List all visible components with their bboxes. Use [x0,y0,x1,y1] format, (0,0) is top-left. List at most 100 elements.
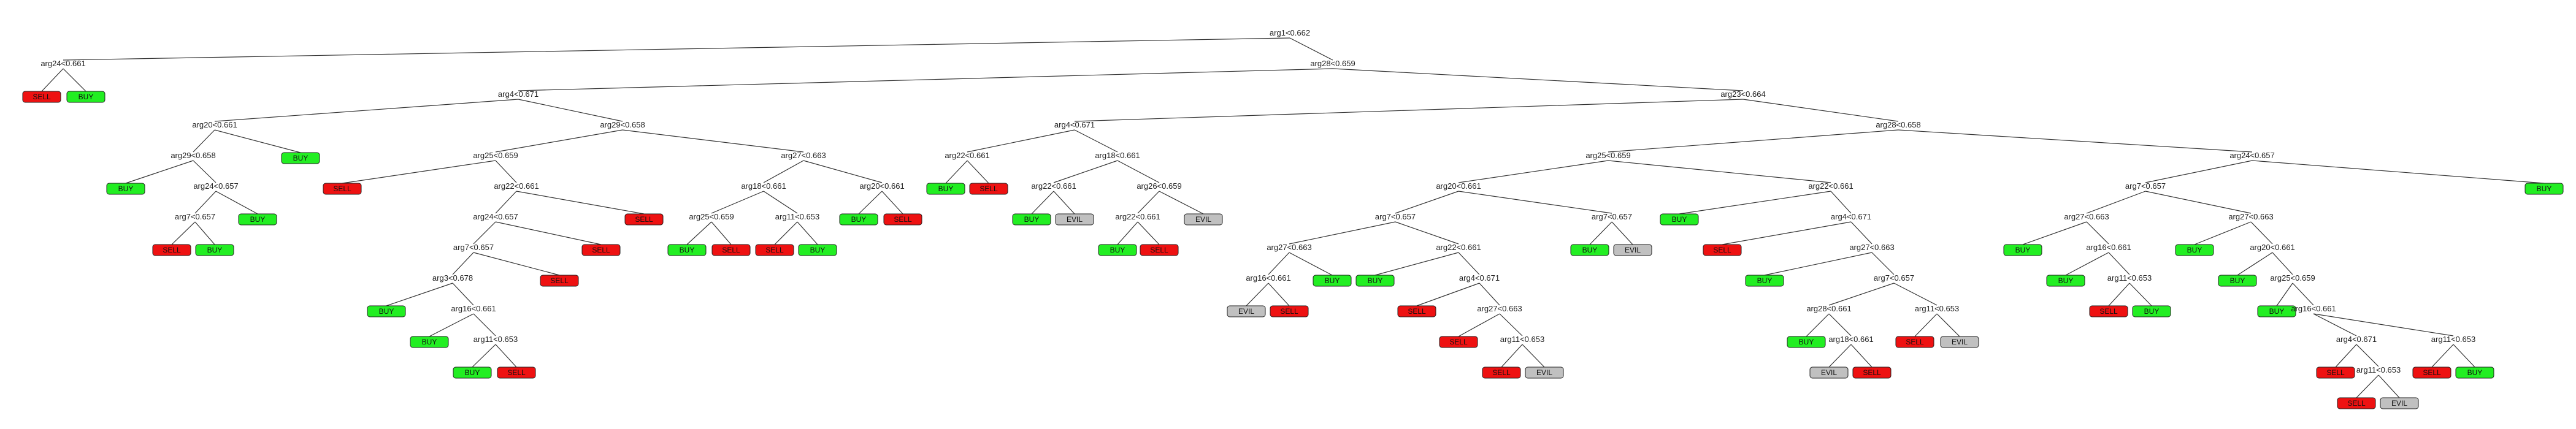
split-node-label: arg22<0.661 [1436,243,1481,252]
split-node-label: arg7<0.657 [453,243,494,252]
split-node-label: arg28<0.661 [1806,304,1851,313]
leaf-label: BUY [1672,215,1687,224]
tree-edge [763,160,804,183]
leaf-box [624,213,664,226]
leaf-node-buy: BUY [281,152,320,164]
leaf-label: EVIL [1536,368,1552,377]
tree-edge [2276,283,2293,306]
split-node-label: arg16<0.661 [1246,273,1290,283]
split-node-label: arg11<0.653 [473,335,518,344]
leaf-label: SELL [894,215,912,224]
leaf-node-buy: BUY [1787,336,1826,348]
leaf-node-sell: SELL [581,244,621,256]
tree-edge [881,191,903,214]
leaf-node-buy: BUY [2175,244,2214,256]
leaf-box [1227,305,1266,317]
leaf-label: BUY [207,246,223,254]
tree-edge [193,160,217,183]
leaf-box [410,336,449,348]
tree-edge [1742,99,1899,122]
leaf-label: BUY [1024,215,1040,224]
leaf-box [22,91,61,103]
tree-edge [1395,221,1459,245]
leaf-label: BUY [422,338,437,346]
tree-edge [1501,344,1523,368]
leaf-node-buy: BUY [238,213,277,226]
leaf-label: BUY [680,246,695,254]
leaf-box [2455,366,2494,379]
leaf-label: SELL [1408,307,1426,316]
leaf-node-buy: BUY [66,91,105,103]
leaf-label: SELL [550,276,569,285]
tree-edge [2356,374,2379,398]
split-node-label: arg11<0.653 [1915,304,1959,313]
leaf-label: SELL [1280,307,1298,316]
leaf-label: SELL [33,93,51,101]
leaf-node-evil: EVIL [1525,366,1564,379]
leaf-box [1012,213,1051,226]
tree-edge [214,129,301,153]
split-node-label: arg18<0.661 [1095,151,1140,160]
leaf-box [1140,244,1179,256]
leaf-label: BUY [118,184,134,193]
leaf-label: BUY [2187,246,2202,254]
tree-edge [386,283,453,306]
tree-edge [1608,129,1899,153]
leaf-box [1703,244,1742,256]
tree-edge [1458,160,1609,183]
tree-edge [2313,313,2357,336]
tree-edge [1074,99,1744,122]
split-node-label: arg4<0.671 [1459,273,1500,283]
leaf-node-sell: SELL [22,91,61,103]
tree-edge [945,160,968,184]
split-node-label: arg20<0.661 [2250,243,2294,252]
leaf-box [667,244,707,256]
leaf-label: BUY [79,93,94,101]
tree-edge [1159,191,1204,214]
tree-edge [2145,191,2252,214]
tree-edge [1137,221,1160,245]
tree-edge [1850,221,1873,245]
tree-edge [429,313,474,337]
leaf-label: BUY [810,246,826,254]
leaf-box [1055,213,1094,226]
leaf-node-sell: SELL [323,183,362,195]
tree-edge [1117,160,1160,183]
tree-edge [495,160,517,183]
tree-edge [2272,252,2293,275]
split-node-label: arg27<0.663 [781,151,826,160]
leaf-box [1397,305,1436,317]
split-node-label: arg4<0.671 [1831,212,1871,221]
leaf-node-buy: BUY [667,244,707,256]
tree-edge [2313,313,2454,336]
leaf-node-sell: SELL [1703,244,1742,256]
leaf-box [497,366,536,379]
leaf-label: BUY [465,368,480,377]
leaf-node-sell: SELL [755,244,794,256]
leaf-label: BUY [2144,307,2160,316]
tree-edge [797,221,818,245]
split-node-label: arg11<0.653 [1500,335,1544,344]
leaf-label: SELL [507,368,526,377]
split-node-label: arg20<0.661 [1436,181,1481,191]
leaf-label: SELL [2326,368,2345,377]
leaf-node-buy: BUY [926,183,965,195]
leaf-node-buy: BUY [1313,275,1352,287]
tree-edge [1395,191,1459,214]
leaf-node-sell: SELL [497,366,536,379]
leaf-label: SELL [163,246,181,254]
leaf-label: SELL [635,215,653,224]
leaf-label: SELL [1449,338,1468,346]
leaf-box [2257,305,2296,317]
tree-edge [1936,313,1960,337]
tree-edge [1458,191,1612,214]
leaf-label: SELL [333,184,351,193]
leaf-node-buy: BUY [2524,183,2564,195]
leaf-node-buy: BUY [2132,305,2171,317]
split-node-label: arg1<0.662 [1270,28,1310,37]
leaf-node-sell: SELL [969,183,1008,195]
tree-edge [125,160,194,184]
leaf-label: SELL [722,246,740,254]
tree-edge [452,252,474,275]
